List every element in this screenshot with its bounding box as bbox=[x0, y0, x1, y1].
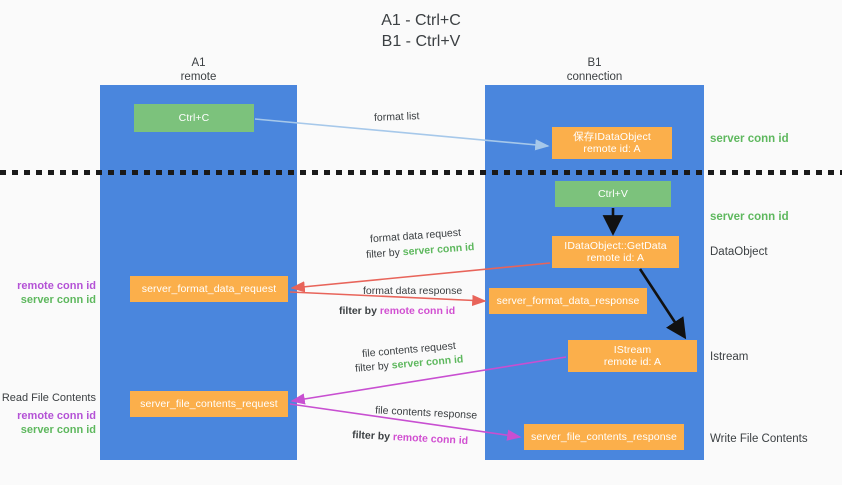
dashed-divider bbox=[0, 170, 842, 175]
box-server-file-contents-request[interactable]: server_file_contents_request bbox=[130, 391, 288, 417]
box-server-file-contents-response[interactable]: server_file_contents_response bbox=[524, 424, 684, 450]
box-ctrl-v[interactable]: Ctrl+V bbox=[555, 181, 671, 207]
caption-format-list: format list bbox=[373, 110, 420, 124]
caption-filter-by-remote-conn-id-1: filter by remote conn id bbox=[339, 305, 456, 317]
label-server-conn-id-2: server conn id bbox=[20, 423, 96, 436]
page-title: A1 - Ctrl+C B1 - Ctrl+V bbox=[381, 12, 461, 50]
box-idataobject-getdata[interactable]: IDataObject::GetData remote id: A bbox=[552, 236, 679, 268]
label-read-file-contents: Read File Contents bbox=[1, 392, 96, 404]
label-conn-ids-file: remote conn id server conn id bbox=[0, 410, 96, 437]
caption-filter-by-remote-conn-id-2: filter by remote conn id bbox=[351, 428, 469, 448]
column-header-a1: A1 remote bbox=[180, 57, 217, 83]
label-remote-conn-id: remote conn id bbox=[17, 280, 96, 292]
label-conn-ids-format: remote conn id server conn id bbox=[0, 280, 96, 307]
caption-file-contents-response: file contents response bbox=[374, 404, 478, 422]
box-server-format-data-response[interactable]: server_format_data_response bbox=[489, 288, 647, 314]
box-ctrl-c[interactable]: Ctrl+C bbox=[134, 104, 254, 132]
label-dataobject: DataObject bbox=[710, 246, 768, 258]
label-istream: Istream bbox=[710, 351, 749, 363]
box-istream[interactable]: IStream remote id: A bbox=[568, 340, 697, 372]
label-server-conn-id-top: server conn id bbox=[710, 133, 789, 145]
box-idataobject[interactable]: 保存IDataObject remote id: A bbox=[552, 127, 672, 159]
box-server-format-data-request[interactable]: server_format_data_request bbox=[130, 276, 288, 302]
label-remote-conn-id-2: remote conn id bbox=[17, 410, 96, 422]
label-write-file-contents: Write File Contents bbox=[710, 433, 808, 445]
column-header-b1: B1 connection bbox=[566, 57, 623, 83]
label-server-conn-id: server conn id bbox=[20, 293, 96, 306]
caption-format-data-response: format data response bbox=[363, 285, 463, 297]
label-server-conn-id-mid: server conn id bbox=[710, 211, 789, 223]
